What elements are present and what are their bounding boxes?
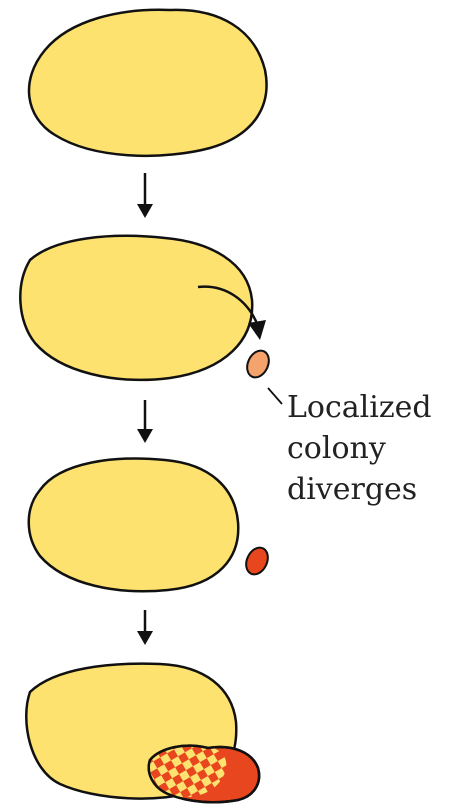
population-blob [29,459,239,592]
dispersal-arrow-head [248,320,266,340]
stage-colony-diverged [29,459,272,592]
arrow-down-1 [137,173,153,218]
annotation-line-1: Localized [287,390,432,425]
population-blob [20,236,252,380]
stage-original-population [29,10,267,156]
annotation-leader-line [268,388,282,404]
annotation-line-2: colony [287,431,386,466]
diverged-colony [242,544,272,578]
founding-colony [243,347,273,381]
stage-colony-forming [20,236,273,381]
arrow-head [137,429,153,443]
arrow-down-3 [137,610,153,645]
annotation-label: Localized colony diverges [287,390,441,507]
arrow-down-2 [137,400,153,443]
arrow-head [137,631,153,645]
stage-range-expansion [26,664,259,803]
arrow-head [137,204,153,218]
population-blob [29,10,267,156]
annotation-line-3: diverges [287,472,417,507]
